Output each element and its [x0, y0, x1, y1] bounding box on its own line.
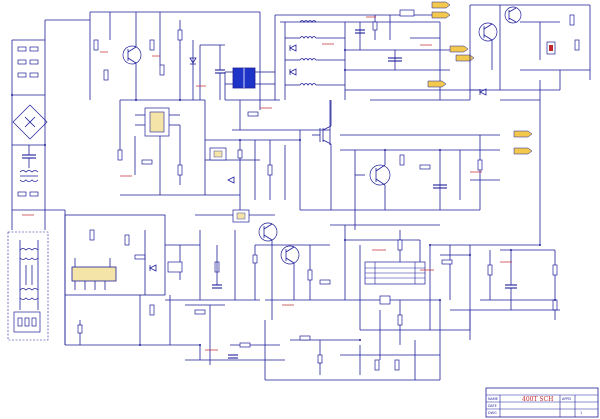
- input-transformer: [19, 170, 39, 182]
- resistor-r6: [29, 72, 39, 78]
- port-right-2: [513, 147, 533, 155]
- transistor-q4: [227, 176, 235, 184]
- transistor-q1: [122, 45, 142, 65]
- secondary-inductor-4: [299, 83, 317, 86]
- output-ports: [427, 1, 533, 155]
- title-block-row-dwg: DWG: [488, 411, 497, 415]
- resistor-r7: [17, 191, 27, 197]
- resistor-r1: [17, 46, 27, 52]
- transistor-q6: [258, 222, 278, 242]
- secondary-inductor-3: [299, 58, 317, 61]
- transistor-q3: [504, 6, 522, 24]
- resistor-r9: [93, 39, 99, 51]
- resistor-r10: [103, 69, 109, 81]
- optocoupler-3: [167, 261, 183, 273]
- port-mid-2: [455, 54, 475, 62]
- power-mosfet: [312, 125, 332, 145]
- port-mid-1: [449, 45, 469, 53]
- diode-d2: [479, 88, 487, 96]
- port-mid-3: [427, 80, 447, 88]
- resistor-r4: [29, 59, 39, 65]
- connector-j1: [364, 261, 426, 285]
- port-top-right-1: [431, 1, 451, 9]
- junction-dots: [11, 49, 556, 346]
- transistor-q2: [478, 22, 498, 42]
- capacitor-c2: [505, 284, 517, 289]
- transistor-q5: [369, 164, 391, 186]
- top-left-driver: [89, 11, 260, 196]
- resistor-r3: [17, 59, 27, 65]
- port-right-1: [513, 130, 533, 138]
- resistor-r12: [159, 64, 165, 76]
- right-lower-section: [450, 245, 560, 330]
- title-block-row-appd: APPD: [562, 397, 571, 401]
- resistor-r2: [29, 46, 39, 52]
- common-mode-choke-1: [19, 248, 39, 260]
- lower-left-enclosure: [64, 214, 166, 296]
- center-lower-section: [195, 209, 540, 381]
- secondary-component-top: [399, 9, 415, 17]
- ac-inlet-dashed-box: [7, 231, 49, 341]
- capacitor-c3: [228, 354, 238, 359]
- transistor-q7: [280, 245, 300, 265]
- main-transformer-section: [224, 12, 330, 131]
- title-block-sheet: 1: [580, 411, 582, 415]
- secondary-windings: [274, 9, 480, 145]
- title-block-row-name: NAME: [488, 397, 498, 401]
- bridge-rectifier: [12, 104, 48, 140]
- middle-section: [205, 80, 541, 245]
- input-capacitor: [22, 145, 36, 168]
- title-block-frame: [485, 387, 599, 418]
- resistor-r5: [17, 72, 27, 78]
- rectifier-diode-2: [289, 68, 297, 76]
- resistor-r11: [149, 39, 155, 51]
- top-right-regulator: [469, 4, 591, 100]
- port-top-right-2: [431, 11, 451, 19]
- designator-marks: [22, 16, 512, 351]
- title-block-row-date: DATE: [488, 404, 497, 408]
- title-block: 400T SCH NAME DATE DWG APPD 1: [485, 387, 599, 418]
- resistor-r8: [29, 191, 39, 197]
- capacitor-c1: [215, 69, 225, 74]
- common-mode-choke-2: [19, 288, 39, 300]
- transistor-q8: [149, 264, 157, 272]
- ac-input-section: [7, 19, 90, 345]
- secondary-inductor-2: [299, 36, 317, 39]
- title-block-title: 400T SCH: [522, 396, 553, 403]
- rectifier-diode-1: [289, 44, 297, 52]
- resistor-r13: [177, 29, 183, 41]
- pwm-controller-ic: [71, 266, 117, 282]
- left-lower-section: [64, 214, 285, 365]
- secondary-inductor-1: [299, 20, 317, 23]
